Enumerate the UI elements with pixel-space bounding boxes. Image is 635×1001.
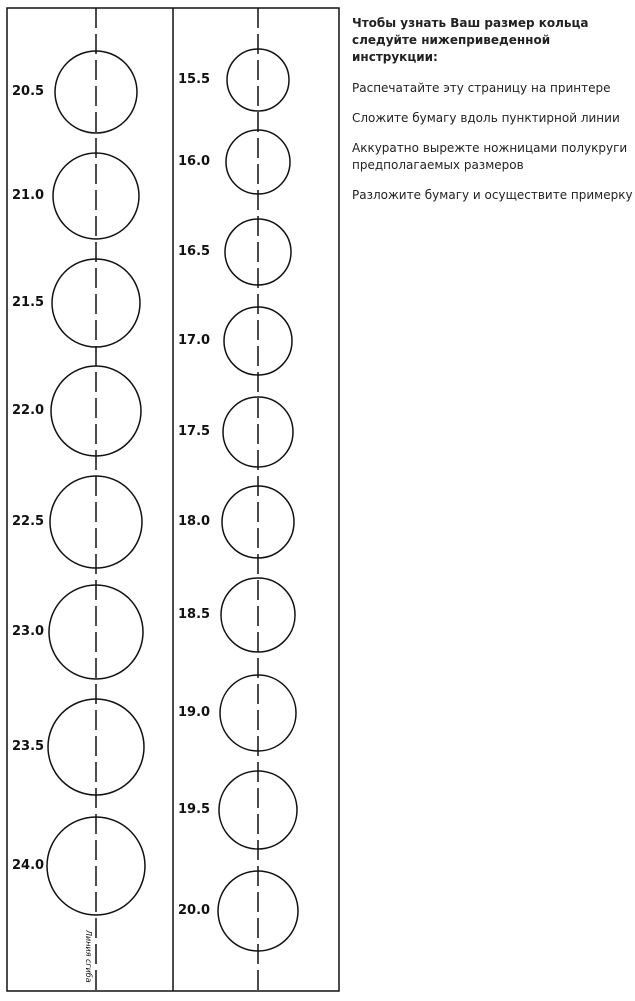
ring-size-circle	[52, 152, 140, 240]
fold-line-label: Линия сгиба	[84, 930, 93, 983]
ring-size-label: 19.0	[178, 705, 211, 720]
ring-size-circle	[54, 50, 138, 134]
ring-size-circle	[226, 48, 290, 112]
ring-size-label: 19.5	[178, 802, 211, 817]
ring-size-label: 23.0	[12, 624, 45, 639]
ring-size-circle	[222, 396, 294, 468]
ring-size-label: 17.0	[178, 333, 211, 348]
ring-size-label: 21.5	[12, 295, 45, 310]
instruction-step: Аккуратно вырежте ножницами полукруги пр…	[352, 141, 628, 172]
ring-size-label: 23.5	[12, 739, 45, 754]
ring-size-label: 24.0	[12, 858, 45, 873]
ring-size-circle	[225, 129, 291, 195]
ring-size-circle	[50, 365, 142, 457]
ring-size-label: 16.5	[178, 244, 211, 259]
instruction-step: Сложите бумагу вдоль пунктирной линии	[352, 111, 620, 125]
ring-size-label: 20.5	[12, 84, 45, 99]
ring-size-label: 16.0	[178, 154, 211, 169]
instruction-step: Распечатайте эту страницу на принтере	[352, 81, 611, 95]
ring-size-circle	[51, 258, 141, 348]
ring-size-circle	[219, 674, 297, 752]
ring-size-circle	[47, 698, 145, 796]
ring-size-label: 18.5	[178, 607, 211, 622]
ring-size-circle	[49, 475, 143, 569]
ring-size-circle	[224, 218, 292, 286]
ring-size-label: 18.0	[178, 514, 211, 529]
ring-size-label: 22.0	[12, 403, 45, 418]
ring-size-circle	[223, 306, 293, 376]
ring-size-label: 17.5	[178, 424, 211, 439]
ring-size-circle	[48, 584, 144, 680]
ring-size-label: 22.5	[12, 514, 45, 529]
ring-size-circle	[218, 770, 298, 850]
instructions-heading: Чтобы узнать Ваш размер кольца следуйте …	[352, 16, 589, 64]
ring-size-circle	[221, 485, 295, 559]
instructions: Чтобы узнать Ваш размер кольца следуйте …	[352, 0, 635, 217]
ring-size-circle	[220, 577, 296, 653]
ring-size-circle	[46, 816, 146, 916]
ring-size-label: 20.0	[178, 903, 211, 918]
ring-size-label: 15.5	[178, 72, 211, 87]
instruction-step: Разложите бумагу и осуществите примерку	[352, 188, 633, 202]
ring-size-label: 21.0	[12, 188, 45, 203]
ring-size-circle	[217, 870, 299, 952]
